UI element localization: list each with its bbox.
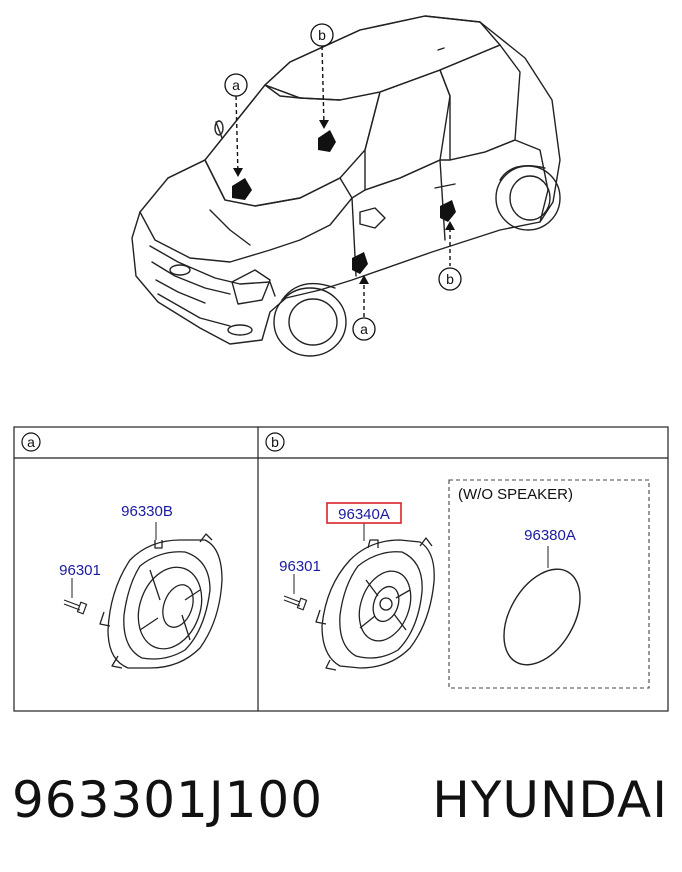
car-callout-b-bottom: b (438, 267, 462, 291)
leader-lines (235, 45, 451, 318)
car-illustration (131, 15, 561, 357)
speaker-location-front-door (352, 252, 368, 274)
speaker-location-rear (318, 130, 336, 152)
parts-table (13, 426, 669, 712)
speaker-locations (232, 130, 456, 274)
part-label-front-speaker: 96330B (121, 503, 173, 520)
svg-text:a: a (27, 434, 35, 450)
speaker-location-front-dash (232, 178, 252, 200)
wo-speaker-label: (W/O SPEAKER) (458, 486, 573, 503)
car-callout-a-top: a (224, 73, 248, 97)
speaker-location-rear-door (440, 200, 456, 222)
section-a-header: a (21, 432, 41, 452)
footer-part-number: 963301J100 (12, 771, 324, 829)
wo-speaker-box (448, 479, 650, 689)
svg-text:b: b (271, 434, 279, 450)
part-label-cover: 96380A (524, 527, 576, 544)
leader-arrowheads (233, 120, 455, 284)
part-highlight-box (326, 502, 402, 524)
car-callout-a-bottom: a (352, 317, 376, 341)
front-speaker-drawing (99, 533, 223, 669)
car-callout-b-top: b (310, 23, 334, 47)
front-screw-drawing (63, 599, 88, 615)
svg-text:b: b (446, 271, 454, 287)
rear-screw-drawing (283, 595, 308, 611)
footer: 963301J100 HYUNDAI (0, 760, 682, 840)
cover-drawing (503, 568, 581, 666)
footer-brand: HYUNDAI (432, 771, 668, 829)
svg-text:a: a (232, 77, 240, 93)
rear-speaker-drawing (315, 537, 435, 671)
part-label-front-screw: 96301 (59, 562, 101, 579)
section-b-header: b (265, 432, 285, 452)
svg-text:b: b (318, 27, 326, 43)
part-label-rear-speaker: 96340A (338, 506, 390, 523)
svg-text:a: a (360, 321, 368, 337)
part-label-rear-screw: 96301 (279, 558, 321, 575)
